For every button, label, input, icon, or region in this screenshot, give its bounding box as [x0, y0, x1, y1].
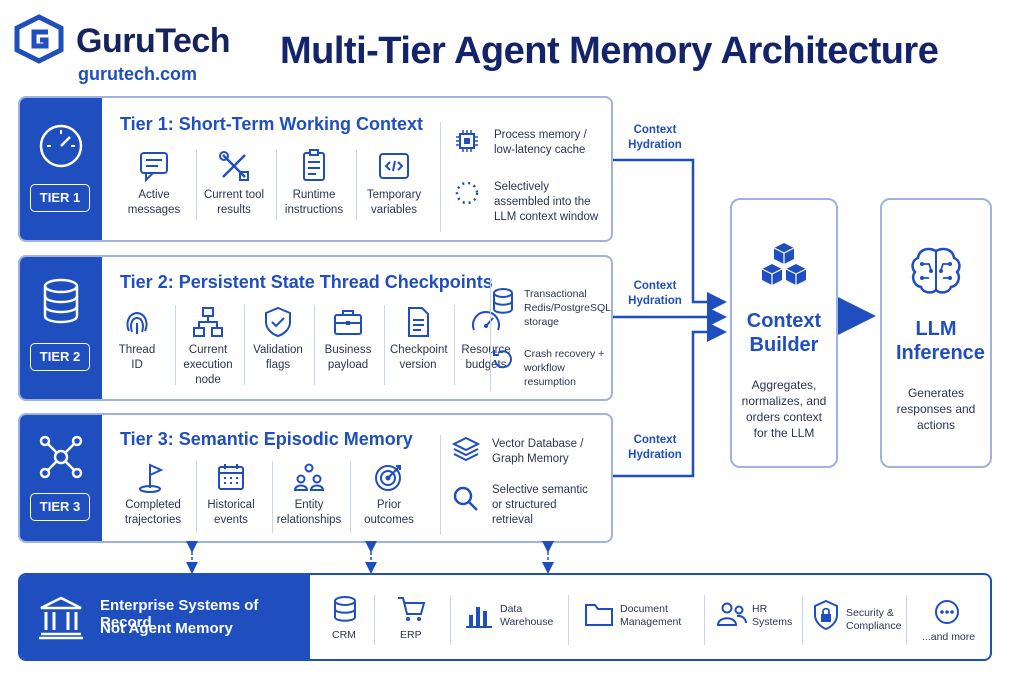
- speedometer-icon: [39, 124, 83, 168]
- brain-icon: [911, 247, 961, 294]
- tier-2-item-business-payload: Business payload: [312, 305, 384, 373]
- tier-3-badge: TIER 3: [30, 493, 90, 521]
- tier-2-badge: TIER 2: [30, 343, 90, 371]
- tier-1-badge: TIER 1: [30, 184, 90, 212]
- chip-icon: [456, 130, 478, 152]
- people-icon: [293, 463, 325, 491]
- tier-2-item-execution-node: Current execution node: [172, 305, 244, 388]
- hydration-label-1: Context Hydration: [628, 124, 682, 151]
- enterprise-title: Enterprise Systems of Record: [100, 597, 259, 631]
- target-icon: [375, 465, 401, 491]
- tier-3-note-retrieval: Selective semantic or structured retriev…: [492, 484, 588, 526]
- bar-chart-icon: [466, 607, 492, 628]
- code-icon: [379, 153, 409, 179]
- tier-3-panel: TIER 3 Tier 3: Semantic Episodic Memory …: [18, 413, 613, 543]
- system-security-compliance: Security & Compliance: [804, 575, 908, 659]
- lock-shield-icon: [814, 599, 838, 631]
- context-builder-desc: Aggregates, normalizes, and orders conte…: [741, 378, 827, 440]
- tier-1-note-cache: Process memory / low-latency cache: [494, 129, 587, 156]
- tier-2-note-storage: Transactional Redis/PostgreSQL storage: [524, 288, 611, 328]
- layers-icon: [452, 436, 480, 462]
- system-more: ...and more: [908, 575, 990, 659]
- fingerprint-icon: [126, 311, 148, 334]
- page-title: Multi-Tier Agent Memory Architecture: [280, 30, 939, 72]
- brand-url[interactable]: gurutech.com: [78, 64, 198, 84]
- cubes-icon: [761, 243, 807, 285]
- people-icon: [716, 602, 747, 626]
- enterprise-sidebar: Enterprise Systems of Record Not Agent M…: [20, 575, 310, 659]
- tier-1-panel: TIER 1 Tier 1: Short-Term Working Contex…: [18, 96, 613, 242]
- tier-3-title: Tier 3: Semantic Episodic Memory: [120, 429, 413, 449]
- llm-inference-box: LLM Inference Generates responses and ac…: [880, 198, 992, 468]
- bank-icon: [39, 596, 83, 640]
- enterprise-subtitle: Not Agent Memory: [100, 620, 233, 637]
- gauge-icon: [472, 311, 500, 331]
- dotted-circle-icon: [455, 181, 479, 205]
- tier-3-item-completed-trajectories: Completed trajectories: [112, 460, 194, 528]
- brand-name: GuruTech: [76, 22, 231, 60]
- briefcase-icon: [334, 310, 362, 335]
- document-icon: [408, 307, 429, 337]
- enterprise-systems-panel: Enterprise Systems of Record Not Agent M…: [18, 573, 992, 661]
- tier-1-title: Tier 1: Short-Term Working Context: [120, 114, 424, 134]
- search-icon: [453, 486, 478, 511]
- tier-1-item-active-messages: Active messages: [115, 148, 193, 218]
- database-icon: [493, 288, 513, 314]
- system-hr: HR Systems: [706, 575, 804, 659]
- llm-inference-title: LLM Inference: [896, 318, 985, 364]
- hydration-label-3: Context Hydration: [628, 434, 682, 461]
- system-erp: ERP: [376, 575, 450, 659]
- tier-2-panel: TIER 2 Tier 2: Persistent State Thread C…: [18, 255, 613, 401]
- context-builder-title: Context Builder: [746, 310, 822, 356]
- tier-3-item-entity-relationships: Entity relationships: [270, 460, 348, 528]
- tier-2-item-thread-id: Thread ID: [102, 305, 172, 373]
- cart-icon: [398, 597, 426, 621]
- tier-2-item-validation-flags: Validation flags: [242, 305, 314, 373]
- tier-1-item-temporary-variables: Temporary variables: [355, 148, 433, 218]
- checklist-icon: [303, 149, 325, 181]
- database-icon: [334, 596, 356, 622]
- tier-1-sidebar: TIER 1: [20, 98, 102, 240]
- system-crm: CRM: [310, 575, 392, 659]
- database-icon: [43, 278, 79, 324]
- tier-3-sidebar: TIER 3: [20, 415, 102, 541]
- tier-2-item-checkpoint-version: Checkpoint version: [382, 305, 454, 373]
- folder-icon: [585, 604, 613, 626]
- tier-2-sidebar: TIER 2: [20, 257, 102, 399]
- network-icon: [39, 435, 83, 479]
- chat-icon: [140, 152, 168, 183]
- recovery-icon: [493, 350, 512, 369]
- hydration-label-2: Context Hydration: [628, 280, 682, 307]
- tier-2-title: Tier 2: Persistent State Thread Checkpoi…: [120, 272, 493, 292]
- tier-1-note-assembled: Selectively assembled into the LLM conte…: [494, 181, 599, 223]
- llm-inference-desc: Generates responses and actions: [896, 386, 976, 432]
- more-icon: [935, 600, 959, 624]
- tier-3-item-prior-outcomes: Prior outcomes: [350, 460, 428, 528]
- tier-3-item-historical-events: Historical events: [192, 460, 270, 528]
- tier-1-item-runtime-instructions: Runtime instructions: [275, 148, 353, 218]
- flag-icon: [139, 463, 164, 493]
- tools-icon: [219, 151, 249, 181]
- system-data-warehouse: Data Warehouse: [452, 575, 570, 659]
- shield-check-icon: [265, 306, 291, 338]
- tier-3-note-vector-db: Vector Database / Graph Memory: [492, 438, 584, 465]
- calendar-icon: [218, 464, 244, 490]
- hierarchy-icon: [193, 307, 223, 337]
- context-builder-box: Context Builder Aggregates, normalizes, …: [730, 198, 838, 468]
- system-document-management: Document Management: [572, 575, 704, 659]
- tier-2-note-recovery: Crash recovery + workflow resumption: [524, 348, 605, 388]
- gurutech-logo-icon: [14, 14, 64, 64]
- tier-1-item-tool-results: Current tool results: [195, 148, 273, 218]
